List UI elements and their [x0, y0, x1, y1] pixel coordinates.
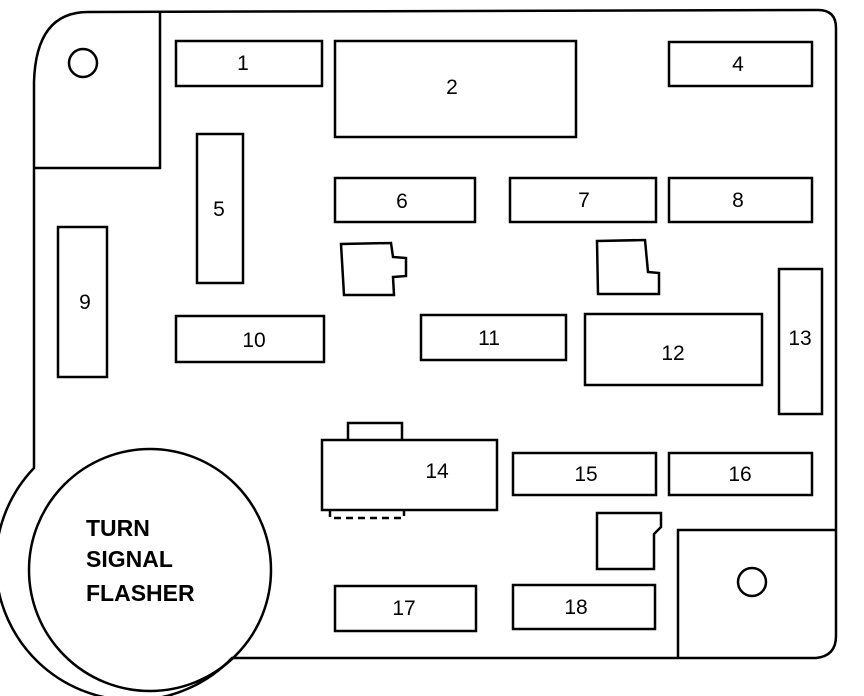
fuse-4-body [667, 40, 814, 88]
fuse-1: 1 [174, 39, 324, 88]
relay-socket-right [595, 238, 661, 296]
fuse-2-body [333, 39, 578, 139]
fuse-11-body [419, 313, 568, 362]
fuse-11: 11 [419, 313, 568, 362]
fuse-12-label: 12 [661, 342, 684, 365]
fuse-5: 5 [195, 132, 245, 285]
fuse-9-body [56, 225, 109, 379]
fuse-14-body [320, 438, 499, 512]
fuse-1-body [174, 39, 324, 88]
fuse-10-body [174, 314, 326, 364]
fuse-15: 15 [511, 451, 658, 497]
fuse-16-body [667, 451, 814, 497]
fuse-7: 7 [508, 176, 658, 224]
fuse-15-body [511, 451, 658, 497]
fuse-10: 10 [174, 314, 326, 364]
fuse-4: 4 [667, 40, 814, 88]
fuse-11-label: 11 [478, 327, 500, 350]
fuse-6: 6 [333, 176, 477, 224]
fuse-16-label: 16 [728, 463, 751, 486]
fuse-8-label: 8 [732, 189, 744, 212]
fuse-17-body [333, 584, 478, 633]
fuse-12-body [583, 312, 764, 387]
relay-socket-left [339, 241, 408, 297]
turn-signal-flasher [27, 447, 273, 693]
fuse-4-label: 4 [732, 53, 744, 76]
bottom-right-mount-bracket [676, 528, 836, 658]
fuse-18-label: 18 [564, 596, 587, 619]
fuse-8: 8 [667, 176, 814, 224]
bottom-right-mount-hole [736, 566, 768, 598]
fuse-5-label: 5 [213, 198, 225, 221]
relay-socket-bottom [595, 511, 663, 571]
fuse-16: 16 [667, 451, 814, 497]
panel-outline [0, 8, 838, 696]
top-left-mount-hole [67, 47, 99, 79]
fuse-5-body [195, 132, 245, 285]
fuse-18-body [511, 583, 657, 631]
fuse-18: 18 [511, 583, 657, 631]
fuse-15-label: 15 [574, 463, 597, 486]
fuse-1-label: 1 [237, 52, 249, 75]
fuse-10-label: 10 [242, 329, 265, 352]
fuse-14-relay-top-tab [346, 421, 404, 439]
fuse-13: 13 [777, 267, 824, 416]
fuse-2: 2 [333, 39, 578, 139]
fuse-8-body [667, 176, 814, 224]
fuse-9-label: 9 [79, 291, 91, 314]
fuse-6-label: 6 [396, 190, 408, 213]
fuse-9: 9 [56, 225, 109, 379]
top-left-mount-bracket [35, 12, 162, 170]
fuse-6-body [333, 176, 477, 224]
flasher-label-line-3: FLASHER [86, 580, 195, 606]
fuse-17-label: 17 [392, 597, 415, 620]
fuse-13-body [777, 267, 824, 416]
fuse-2-label: 2 [446, 76, 458, 99]
flasher-label-line-1: TURN [86, 515, 150, 541]
fuse-14: 14 [320, 438, 499, 512]
fuse-17: 17 [333, 584, 478, 633]
fuse-12: 12 [583, 312, 764, 387]
flasher-label-line-2: SIGNAL [86, 546, 173, 572]
fuse-14-label: 14 [425, 460, 449, 483]
fuse-7-label: 7 [578, 189, 590, 212]
fuse-7-body [508, 176, 658, 224]
fuse-13-label: 13 [788, 327, 811, 350]
